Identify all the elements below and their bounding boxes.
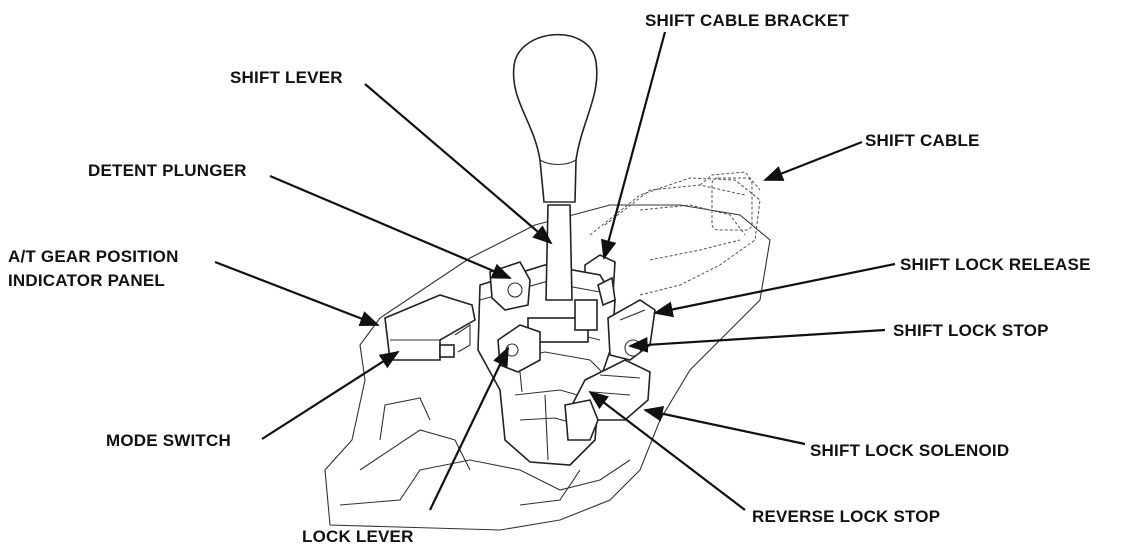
label-detent-plunger: DETENT PLUNGER xyxy=(88,161,247,180)
shift-cable-housing xyxy=(589,171,761,296)
shifter-illustration xyxy=(324,33,771,531)
leader-lines xyxy=(214,31,896,511)
base-plate xyxy=(324,204,771,531)
label-at-gear-line1: A/T GEAR POSITION xyxy=(8,247,179,266)
leader-at-gear xyxy=(214,260,380,327)
shift-lever-rod xyxy=(545,204,573,301)
leader-reverse-lock-stop xyxy=(588,390,746,511)
label-shift-cable-bracket: SHIFT CABLE BRACKET xyxy=(645,11,849,30)
leader-detent-plunger xyxy=(269,174,512,280)
leader-lock-lever xyxy=(429,346,509,511)
label-shift-lever: SHIFT LEVER xyxy=(230,68,343,87)
label-lock-lever: LOCK LEVER xyxy=(302,527,414,546)
shift-knob xyxy=(512,33,598,203)
leader-shift-lock-release xyxy=(653,262,896,318)
label-at-gear-line2: INDICATOR PANEL xyxy=(8,271,165,290)
label-mode-switch: MODE SWITCH xyxy=(106,431,231,450)
leader-shift-cable xyxy=(763,140,863,182)
label-shift-lock-stop: SHIFT LOCK STOP xyxy=(893,321,1049,340)
indicator-panel-part xyxy=(384,294,476,361)
leader-shift-lever xyxy=(364,83,553,245)
leader-mode-switch xyxy=(261,350,400,440)
label-shift-lock-solenoid: SHIFT LOCK SOLENOID xyxy=(810,441,1009,460)
leader-shift-lock-stop xyxy=(628,328,886,353)
label-shift-lock-release: SHIFT LOCK RELEASE xyxy=(900,255,1091,274)
leader-shift-lock-solenoid xyxy=(643,405,806,446)
label-reverse-lock-stop: REVERSE LOCK STOP xyxy=(752,507,940,526)
leader-shift-cable-bracket xyxy=(600,31,667,260)
label-shift-cable: SHIFT CABLE xyxy=(865,131,980,150)
callout-labels: SHIFT CABLE BRACKET SHIFT LEVER SHIFT CA… xyxy=(8,11,1091,546)
